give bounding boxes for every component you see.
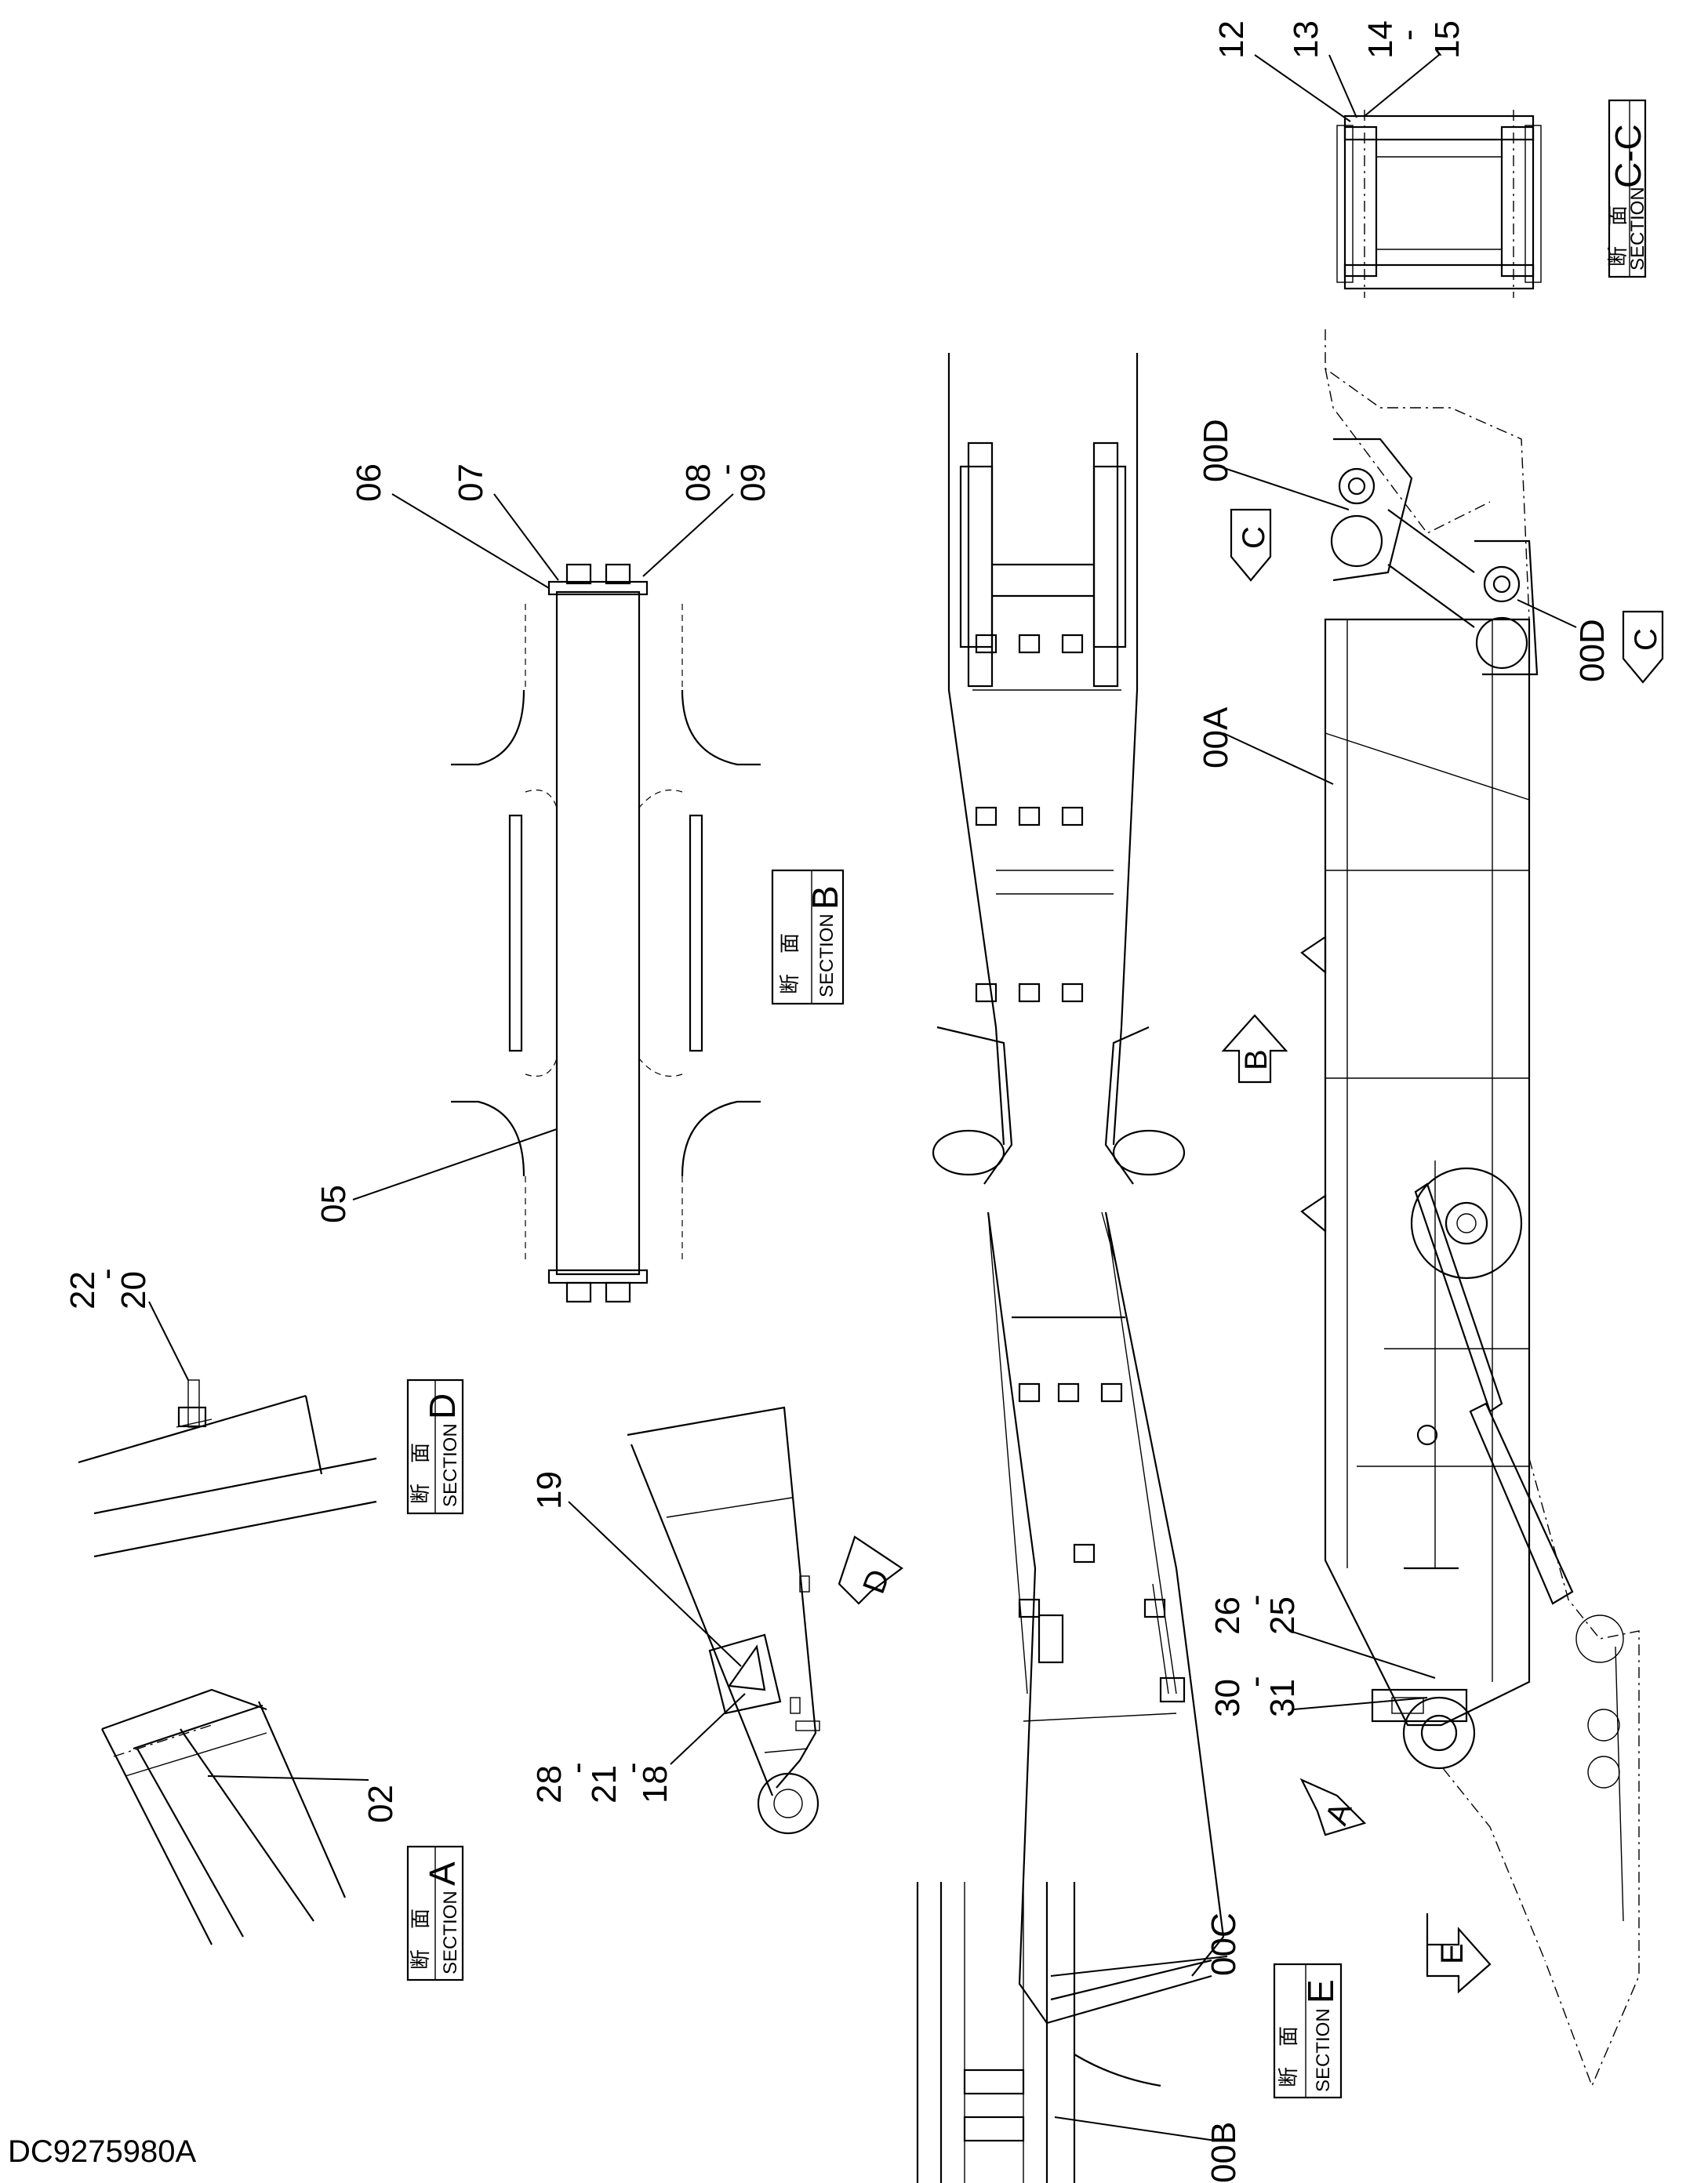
callout-07: 07 [452,463,490,502]
section-jp-text: 断 面 [409,1443,433,1504]
section-letter: E [1300,1979,1341,2003]
section-a-view [101,1688,347,1945]
section-d-view [78,1379,377,1558]
callout-26: 26 [1208,1596,1247,1635]
callout-22-20-dash: - [87,1268,125,1280]
section-b-label: 断 面 SECTION B [771,869,845,1005]
section-en-text: SECTION [440,1423,461,1507]
view-arrow-letter: C [1629,628,1663,651]
callout-13: 13 [1287,20,1325,59]
section-jp-text: 断 面 [1607,205,1630,267]
callout-00b: 00B [1205,2122,1243,2183]
callout-02: 02 [362,1785,400,1823]
section-e-label: 断 面 SECTION E [1273,1963,1343,2099]
callouts-05-09: 06 07 08 - 09 05 [314,463,772,1223]
callouts-18-28: 19 28 - 21 - 18 [530,1471,746,1803]
view-arrow-letter: C [1237,526,1271,549]
view-arrow-letter: B [1239,1049,1274,1070]
callouts-boom: 00D 00D 00A 26 - 25 30 - 31 [1197,419,1612,1717]
arm-side-detail [627,1406,820,1835]
callout-30: 30 [1208,1679,1247,1717]
callout-09: 09 [734,463,772,502]
callout-05: 05 [314,1185,353,1223]
section-en-text: SECTION [816,914,838,997]
section-b-view [451,563,761,1303]
callout-21: 21 [585,1765,623,1803]
view-arrow-a: A [1299,1778,1367,1836]
section-jp-text: 断 面 [1277,2026,1301,2087]
callout-22: 22 [64,1271,102,1309]
callouts-12-15: 12 13 14 - 15 [1212,20,1466,122]
callout-12: 12 [1212,20,1251,59]
section-letter: B [805,885,845,910]
view-arrow-b: B [1221,1014,1288,1084]
section-d-label: 断 面 SECTION D [406,1378,464,1515]
section-c-c-label: 断 面 SECTION C-C [1607,99,1648,278]
boom-plan-view [1300,618,1574,1770]
callout-20: 20 [114,1271,153,1309]
callout-21-18-dash: - [612,1762,651,1774]
section-en-text: SECTION [440,1891,461,1974]
callout-31: 31 [1263,1679,1302,1717]
callout-00a: 00A [1197,706,1235,768]
callout-00d-top: 00D [1197,419,1235,482]
callouts-00b-00c: 00C 00B [1050,1912,1243,2183]
section-e-view [916,1882,1161,2183]
callout-30-31-dash: - [1236,1676,1274,1687]
section-jp-text: 断 面 [409,1909,433,1970]
section-a-label: 断 面 SECTION A [406,1845,464,1981]
arm-plan-view [932,353,1225,2025]
section-c-c-view [1336,110,1542,298]
callout-18: 18 [636,1765,674,1803]
callout-15: 15 [1428,20,1466,59]
arm-lugs [975,634,1166,1618]
callout-28-21-dash: - [558,1762,596,1774]
view-arrow-letter: D [856,1565,896,1598]
view-arrow-c-bottom: C [1622,610,1664,684]
section-en-text: SECTION [1313,2008,1334,2092]
callout-08: 08 [679,463,718,502]
section-jp-text: 断 面 [779,933,802,994]
callouts-20-22: 22 - 20 [64,1268,189,1381]
callout-00c: 00C [1205,1912,1243,1976]
callout-00d-bottom: 00D [1573,619,1612,682]
callout-25: 25 [1263,1596,1302,1635]
view-arrow-d: D [838,1535,903,1605]
view-arrow-letter: E [1435,1943,1470,1964]
section-letter: A [422,1862,463,1886]
document-number: DC9275980A [8,2134,197,2169]
section-letter: C-C [1608,124,1648,188]
callout-28: 28 [530,1765,569,1803]
callout-14-15-dash: - [1389,29,1427,41]
callout-14: 14 [1361,20,1400,59]
callout-26-25-dash: - [1236,1594,1274,1606]
view-arrow-e: E [1426,1913,1492,1994]
section-letter: D [422,1393,463,1419]
boom-head-ghost [1325,329,1539,676]
callout-02-group: 02 [207,1775,400,1823]
callout-19: 19 [530,1471,569,1509]
boom-foot-ghost [1442,1458,1640,2087]
callout-08-09-dash: - [707,463,745,475]
view-arrow-c-top: C [1230,508,1272,582]
callout-06: 06 [350,463,388,502]
section-en-text: SECTION [1627,187,1648,271]
view-arrow-letter: A [1319,1798,1359,1829]
